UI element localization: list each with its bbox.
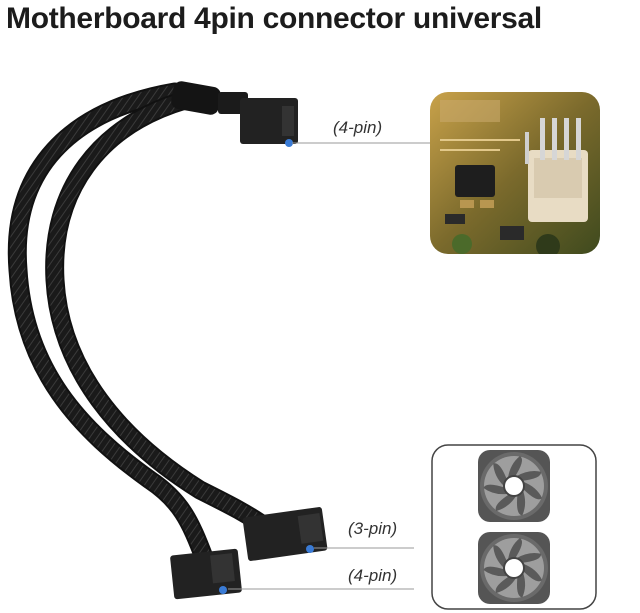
label-fan-connector-b: (4-pin) — [348, 566, 398, 585]
case-fan-icon — [478, 450, 550, 522]
braided-cable — [7, 81, 280, 570]
label-fan-connector-a: (3-pin) — [348, 519, 398, 538]
page-title: Motherboard 4pin connector universal — [6, 2, 542, 35]
top-4pin-connector — [218, 92, 298, 147]
motherboard-header-icon — [430, 92, 600, 254]
fan-box — [431, 444, 597, 610]
fan-3pin-connector — [242, 507, 328, 561]
fan-4pin-connector — [170, 548, 242, 600]
pin-indicator-dot — [285, 139, 293, 147]
label-top-connector: (4-pin) — [333, 118, 383, 137]
case-fan-icon — [478, 532, 550, 604]
pin-indicator-dot — [306, 545, 314, 553]
pin-indicator-dot — [219, 586, 227, 594]
